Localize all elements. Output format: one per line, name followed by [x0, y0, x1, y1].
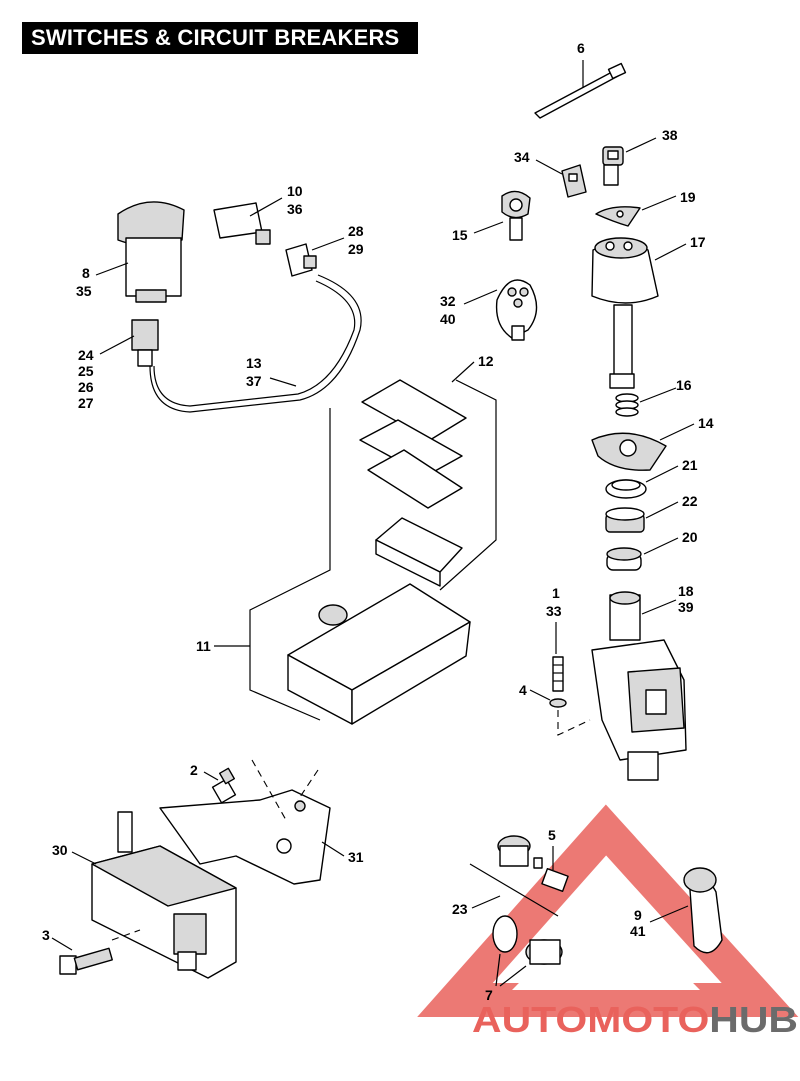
ignition-knob — [591, 237, 659, 389]
connector-10 — [213, 202, 271, 245]
key-fob-9 — [683, 867, 723, 954]
lock-plate — [591, 432, 667, 471]
callout-4: 4 — [519, 682, 527, 698]
callout-12: 12 — [478, 353, 494, 369]
wire-harness — [149, 274, 362, 413]
callout-21: 21 — [682, 457, 698, 473]
key-blade — [602, 146, 624, 186]
callout-3: 3 — [42, 927, 50, 943]
connector-28 — [285, 243, 317, 277]
callout-30: 30 — [52, 842, 68, 858]
electronic-module — [91, 811, 237, 979]
leader-lines — [51, 60, 695, 987]
callout-22: 22 — [682, 493, 698, 509]
ring-20 — [606, 547, 642, 571]
diagram-title: SWITCHES & CIRCUIT BREAKERS — [22, 22, 418, 54]
callout-16: 16 — [676, 377, 692, 393]
ring-21 — [605, 479, 647, 499]
key-tag — [561, 164, 587, 198]
callout-20: 20 — [682, 529, 698, 545]
ignition-switch — [591, 591, 687, 781]
callout-17: 17 — [690, 234, 706, 250]
fuse-box — [249, 408, 471, 725]
callout-38: 38 — [662, 127, 678, 143]
callout-19: 19 — [680, 189, 696, 205]
callout-31: 31 — [348, 849, 364, 865]
callout-5: 5 — [548, 827, 556, 843]
circuit-breaker-kit — [359, 379, 497, 591]
mounting-bracket — [159, 789, 331, 885]
callout-2: 2 — [190, 762, 198, 778]
callout-7: 7 — [485, 987, 493, 1003]
oil-sensor — [525, 939, 563, 965]
key-fob-large — [495, 279, 538, 341]
callout-15: 15 — [452, 227, 468, 243]
screw-3 — [59, 947, 113, 975]
ring-22 — [605, 507, 645, 533]
screw-1 — [552, 656, 564, 692]
pressure-switch — [497, 835, 543, 869]
key-fob-small — [501, 190, 531, 241]
spring — [615, 393, 639, 417]
callout-34: 34 — [514, 149, 530, 165]
harness-connector — [131, 319, 159, 367]
callout-6: 6 — [577, 40, 585, 56]
switch-module — [117, 201, 185, 303]
callout-14: 14 — [698, 415, 714, 431]
cover-plate — [595, 206, 641, 227]
callout-11: 11 — [196, 638, 211, 654]
o-ring — [492, 915, 518, 953]
screw-2 — [211, 767, 237, 804]
switch-connector — [541, 868, 569, 892]
washer — [549, 698, 567, 708]
watermark-logo — [417, 804, 799, 1017]
cable-tie — [534, 62, 627, 119]
callout-23: 23 — [452, 901, 468, 917]
